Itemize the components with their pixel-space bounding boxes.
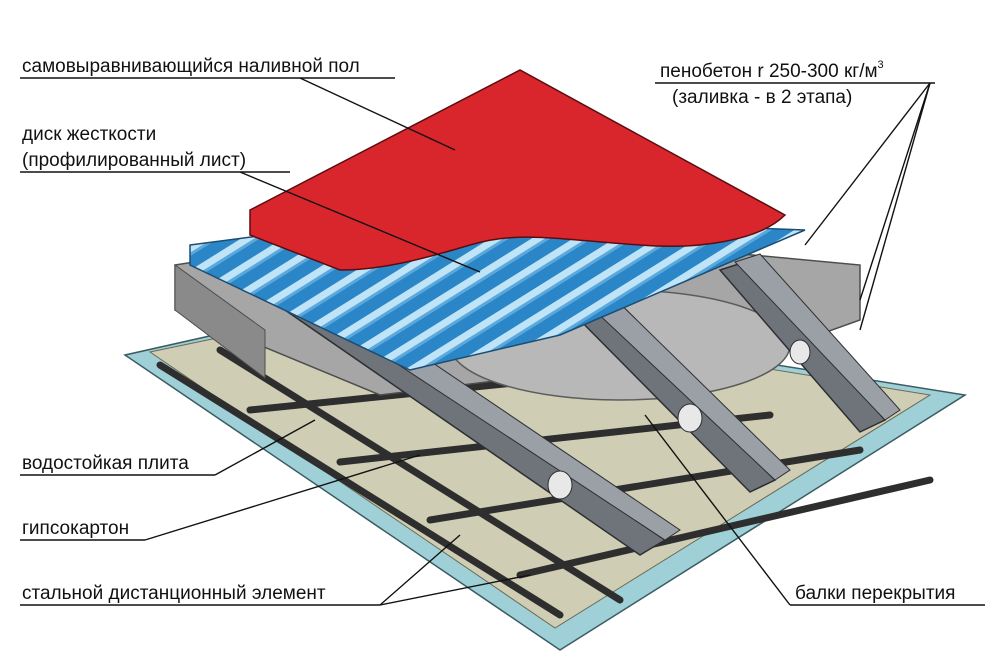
beam-3-flange: [734, 253, 901, 421]
label-steel-spacer: стальной дистанционный элемент: [22, 583, 326, 604]
label-drywall: гипсокартон: [22, 518, 129, 539]
beam-hole: [547, 470, 573, 500]
label-stiffness-disk: диск жесткости: [22, 124, 156, 145]
self-leveling-floor: [249, 69, 787, 271]
label-self-leveling-floor: самовыравнивающийся наливной пол: [22, 56, 360, 77]
label-stiffness-disk-sub: (профилированный лист): [22, 150, 246, 171]
label-foam-concrete-main: пенобетон r 250-300 кг/м: [660, 61, 878, 82]
foam-concrete-front-face: [174, 264, 266, 380]
beam-hole: [677, 403, 703, 433]
label-foam-concrete: пенобетон r 250-300 кг/м3: [660, 59, 884, 82]
label-foam-concrete-sub: (заливка - в 2 этапа): [672, 87, 852, 108]
label-foam-concrete-sup: 3: [878, 59, 884, 71]
label-waterproof-board: водостойкая плита: [22, 453, 189, 474]
label-floor-beams: балки перекрытия: [795, 583, 955, 604]
beam-hole: [789, 339, 811, 365]
leader-lines: [20, 77, 985, 606]
